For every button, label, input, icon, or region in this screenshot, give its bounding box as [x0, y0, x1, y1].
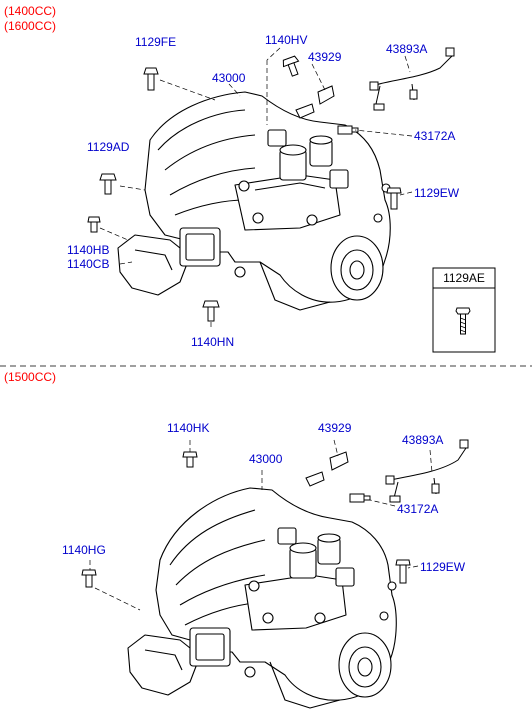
part-label-43893a-b: 43893A	[402, 433, 444, 447]
bracket-43929-bottom	[305, 451, 349, 487]
part-label-1129ad: 1129AD	[87, 140, 130, 154]
legend-code-label: 1129AE	[443, 271, 485, 285]
part-label-1140hn: 1140HN	[191, 335, 235, 349]
transaxle-assembly-top	[117, 91, 391, 311]
bolt-icon	[455, 307, 471, 335]
variant-label-1400cc: (1400CC)	[4, 4, 57, 18]
bracket-43929-top	[295, 85, 335, 119]
part-label-1129fe: 1129FE	[135, 35, 177, 49]
bolt-1129ew-bottom	[395, 559, 411, 584]
part-label-1140cb: 1140CB	[67, 257, 110, 271]
part-label-1129ew: 1129EW	[414, 186, 460, 200]
part-label-1140hb: 1140HB	[67, 243, 110, 257]
part-label-43000: 43000	[212, 71, 246, 85]
part-label-1140hv: 1140HV	[265, 33, 308, 47]
leader-lines-bottom	[89, 439, 433, 611]
leader-lines-top	[99, 47, 413, 330]
part-label-43172a-b: 43172A	[397, 502, 439, 516]
bolt-1129ew-top	[386, 187, 402, 210]
part-label-43000-b: 43000	[249, 452, 283, 466]
part-label-1140hk: 1140HK	[167, 421, 210, 435]
part-label-1140hg: 1140HG	[62, 543, 106, 557]
harness-43893a-top	[369, 47, 455, 111]
bolt-1140hk-bottom	[182, 451, 198, 468]
transaxle-assembly-bottom	[127, 487, 397, 709]
bolt-1129fe-top	[143, 67, 159, 91]
bolt-1140hb-top	[87, 216, 101, 233]
part-label-1129ew-b: 1129EW	[420, 560, 466, 574]
variant-label-1600cc: (1600CC)	[4, 19, 57, 33]
switch-43172a-bottom	[349, 493, 371, 503]
part-label-43893a: 43893A	[386, 42, 428, 56]
part-label-43929-b: 43929	[318, 421, 352, 435]
bolt-1140hg-bottom	[81, 569, 97, 588]
bolt-1140hv-top	[282, 55, 300, 77]
harness-43893a-bottom	[385, 439, 469, 503]
bolt-1140hn-top	[202, 300, 220, 322]
variant-label-1500cc: (1500CC)	[4, 370, 57, 384]
part-label-43929: 43929	[308, 50, 342, 64]
bolt-1129ad-top	[99, 173, 117, 195]
part-label-43172a: 43172A	[414, 129, 456, 143]
